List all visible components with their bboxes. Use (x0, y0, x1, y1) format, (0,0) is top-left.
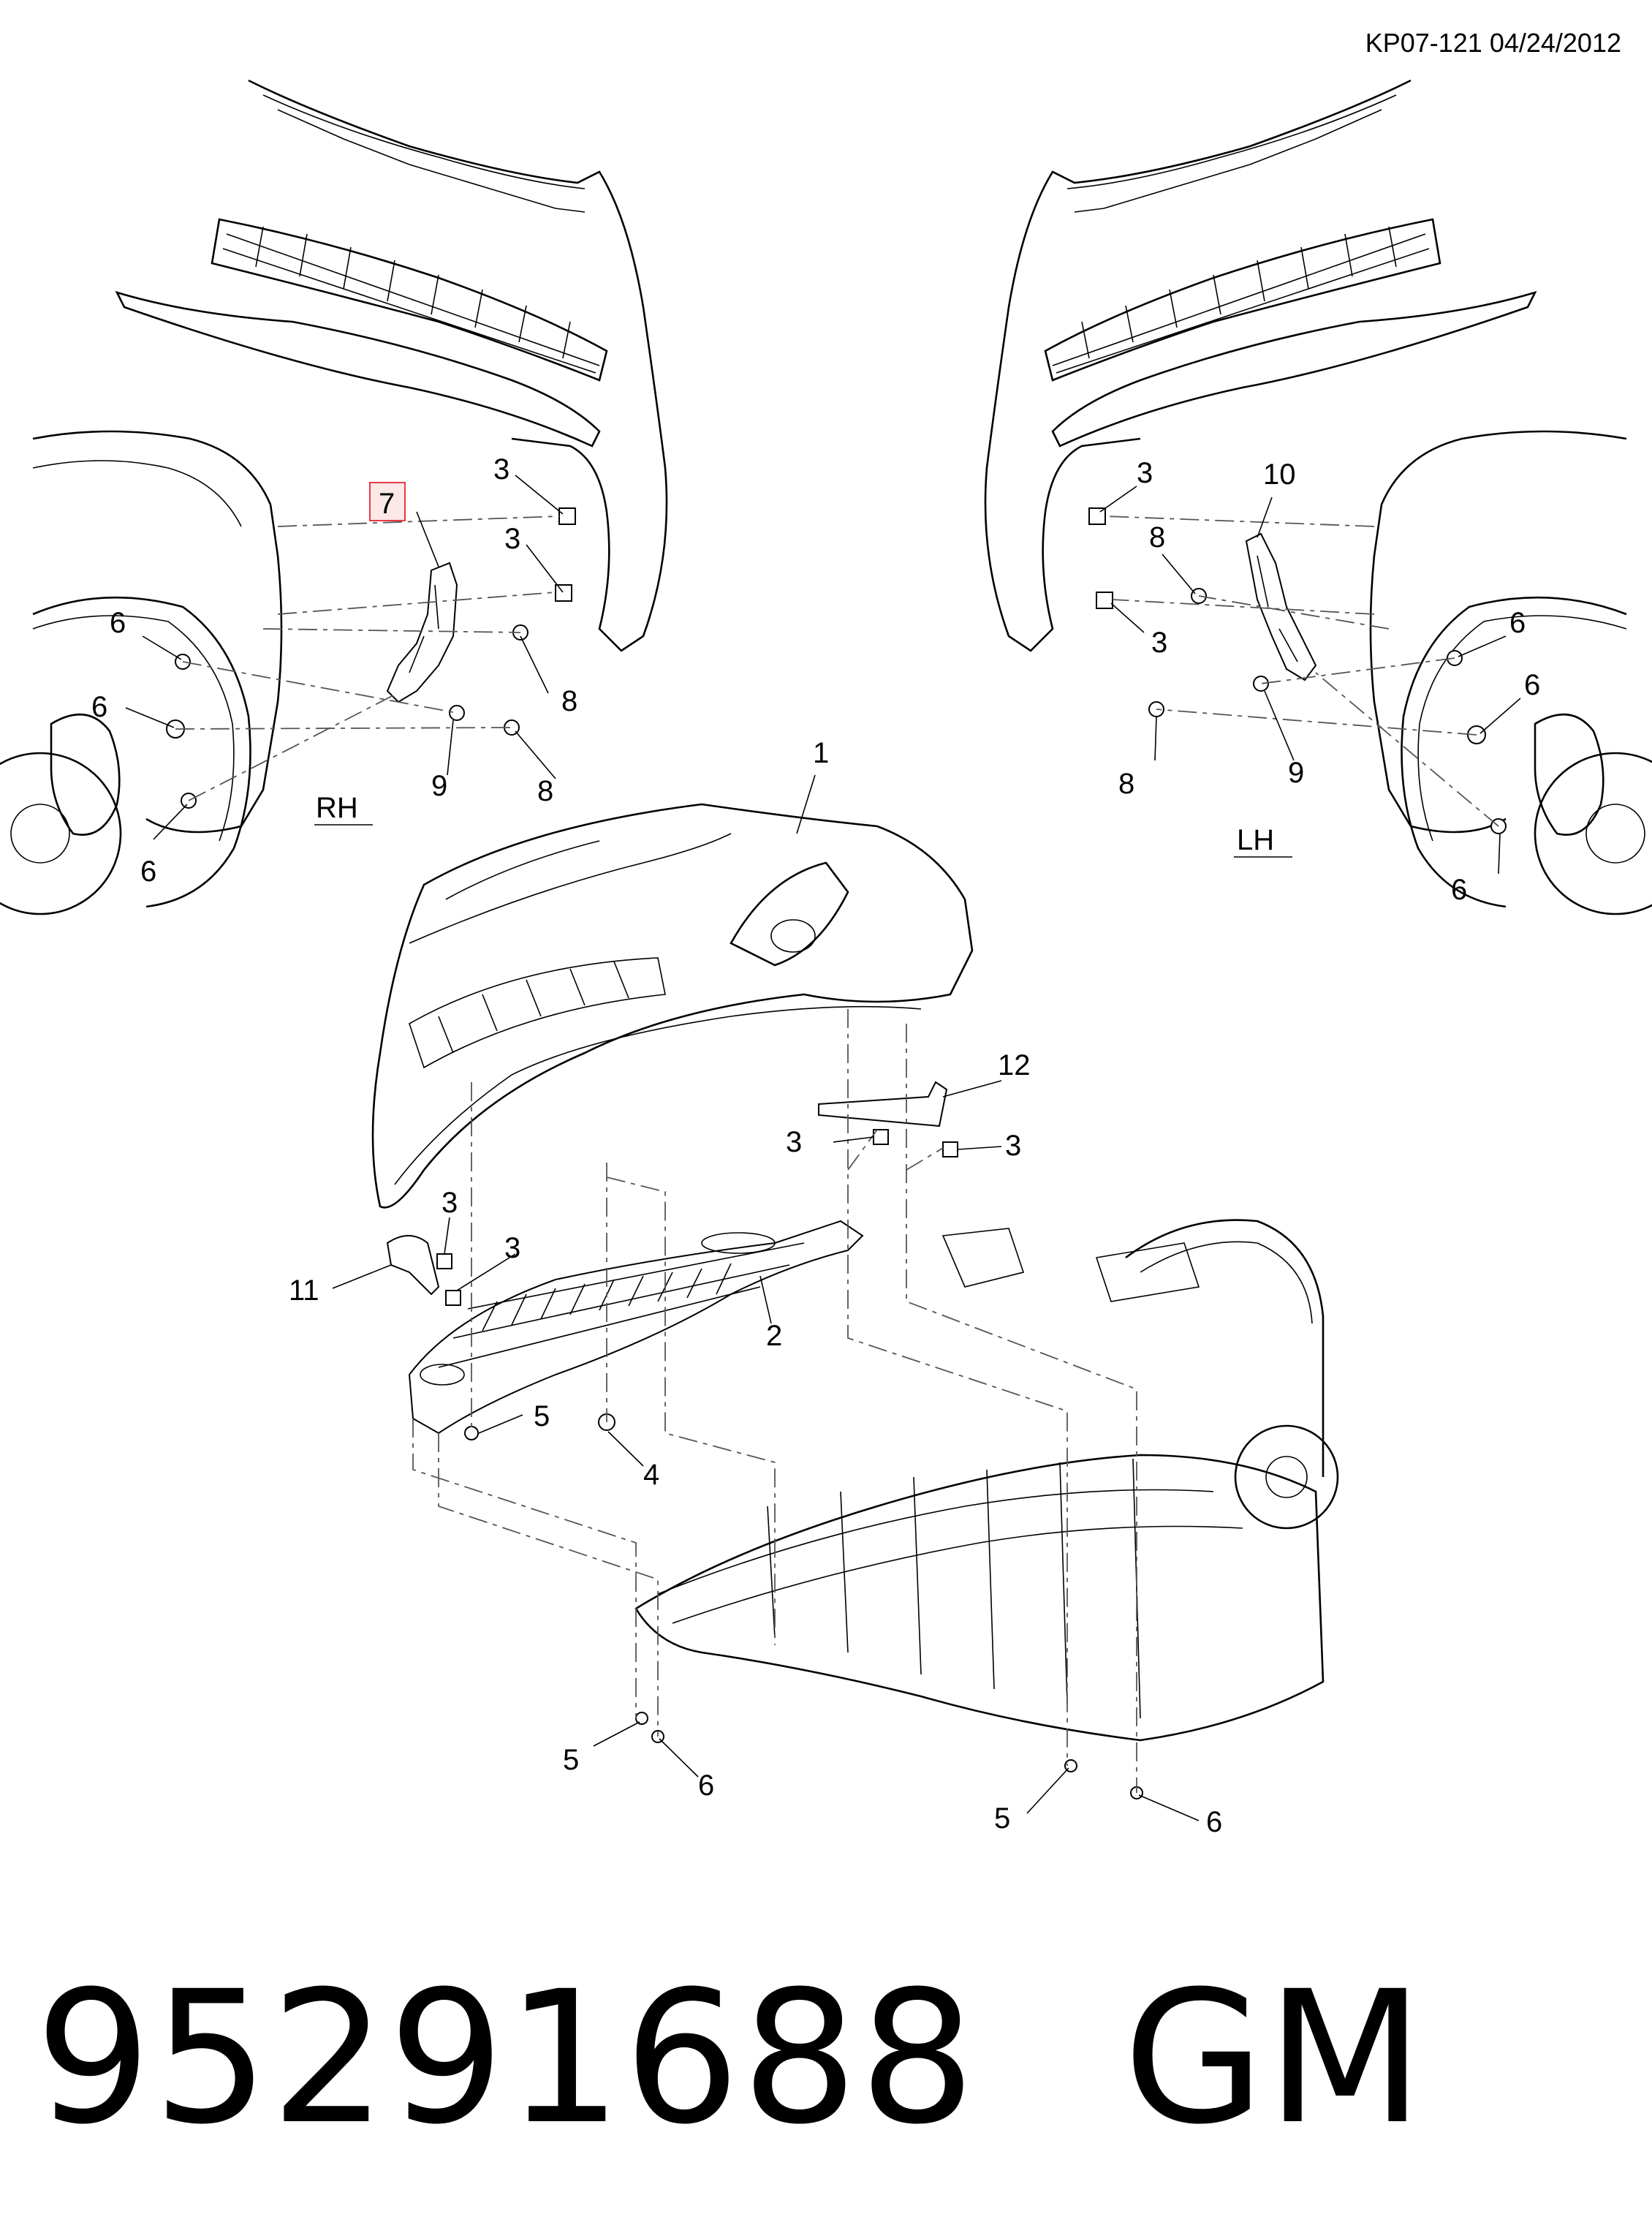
lh-upper-fascia (984, 79, 1412, 652)
callout-3: 3 (1005, 1130, 1021, 1162)
callout-6: 6 (91, 691, 107, 723)
callout-8: 8 (1118, 768, 1134, 800)
callout-6: 6 (1509, 607, 1526, 639)
deflector-screw-5 (464, 1426, 479, 1440)
bracket-nut-3b (942, 1141, 958, 1157)
lh-nut-3b (1096, 592, 1113, 609)
lh-fender (1369, 430, 1627, 834)
rh-nut-9 (449, 705, 465, 721)
callout-11: 11 (289, 1274, 319, 1307)
lh-fascia-bracket (1245, 532, 1317, 681)
chassis-brake-rotor (1234, 1424, 1339, 1530)
deflector-vent (701, 1232, 776, 1254)
callout-6: 6 (698, 1769, 714, 1802)
lh-lower-grille (1044, 218, 1441, 382)
callout-7: 7 (379, 488, 395, 520)
document-code: KP07-121 04/24/2012 (1365, 28, 1621, 58)
callout-3: 3 (1151, 627, 1167, 659)
callout-6: 6 (1451, 874, 1467, 906)
chassis-front-wheel-arch (1125, 1219, 1325, 1477)
callout-9: 9 (1288, 757, 1304, 789)
callout-2: 2 (766, 1320, 782, 1352)
rh-brake-rotor (0, 752, 122, 915)
callout-7-highlight (369, 482, 406, 521)
callout-6: 6 (1524, 669, 1540, 701)
rh-brake-caliper (50, 713, 121, 836)
lh-view (984, 79, 1652, 915)
rh-nut-3a (558, 507, 576, 525)
lh-nut-9 (1253, 676, 1269, 692)
rh-fender (32, 430, 283, 834)
callout-3: 3 (504, 523, 520, 555)
rh-nut-3b (555, 584, 572, 602)
lh-lower-valance (1051, 290, 1537, 447)
callout-3: 3 (442, 1187, 458, 1219)
fog-lamp-opening (730, 861, 849, 967)
rh-wheel-liner (32, 596, 251, 908)
callout-3: 3 (504, 1232, 520, 1264)
rh-support-bracket (386, 1235, 440, 1296)
callout-5: 5 (563, 1744, 579, 1776)
rh-side-label: RH (316, 792, 358, 824)
callout-4: 4 (643, 1459, 659, 1491)
callout-8: 8 (561, 685, 577, 717)
lh-brake-rotor (1534, 752, 1652, 915)
lh-wheel-liner (1401, 596, 1627, 908)
callout-9: 9 (431, 770, 447, 802)
front-air-deflector (408, 1220, 864, 1435)
callout-8: 8 (1149, 521, 1165, 554)
rh-lower-valance (115, 290, 601, 447)
callout-6: 6 (140, 855, 156, 888)
lh-brake-caliper (1534, 713, 1604, 836)
callout-1: 1 (813, 737, 829, 769)
deflector-nut-3b (445, 1290, 461, 1306)
rh-view (0, 79, 668, 915)
lh-support-bracket (818, 1081, 948, 1127)
callout-12: 12 (998, 1049, 1031, 1081)
callout-6: 6 (1206, 1806, 1222, 1838)
callout-3: 3 (786, 1126, 802, 1158)
callout-6: 6 (110, 607, 126, 639)
fascia-lower-grille (409, 957, 666, 1069)
front-bumper-fascia (371, 803, 974, 1209)
callout-10: 10 (1263, 458, 1296, 491)
callout-5: 5 (534, 1400, 550, 1432)
callout-3: 3 (1137, 457, 1153, 489)
rh-upper-fascia (248, 79, 668, 652)
part-number: 95291688 (35, 1952, 977, 2164)
deflector-nut-3a (436, 1253, 452, 1269)
rh-fascia-bracket (386, 562, 458, 703)
callout-5: 5 (994, 1802, 1010, 1835)
lh-nut-3a (1088, 507, 1106, 525)
brand-name: GM (1123, 1952, 1425, 2164)
rh-lower-grille (211, 218, 608, 382)
vehicle-underbody (634, 1219, 1339, 1742)
callout-8: 8 (537, 775, 553, 807)
lh-side-label: LH (1237, 824, 1274, 856)
callout-3: 3 (493, 453, 509, 486)
